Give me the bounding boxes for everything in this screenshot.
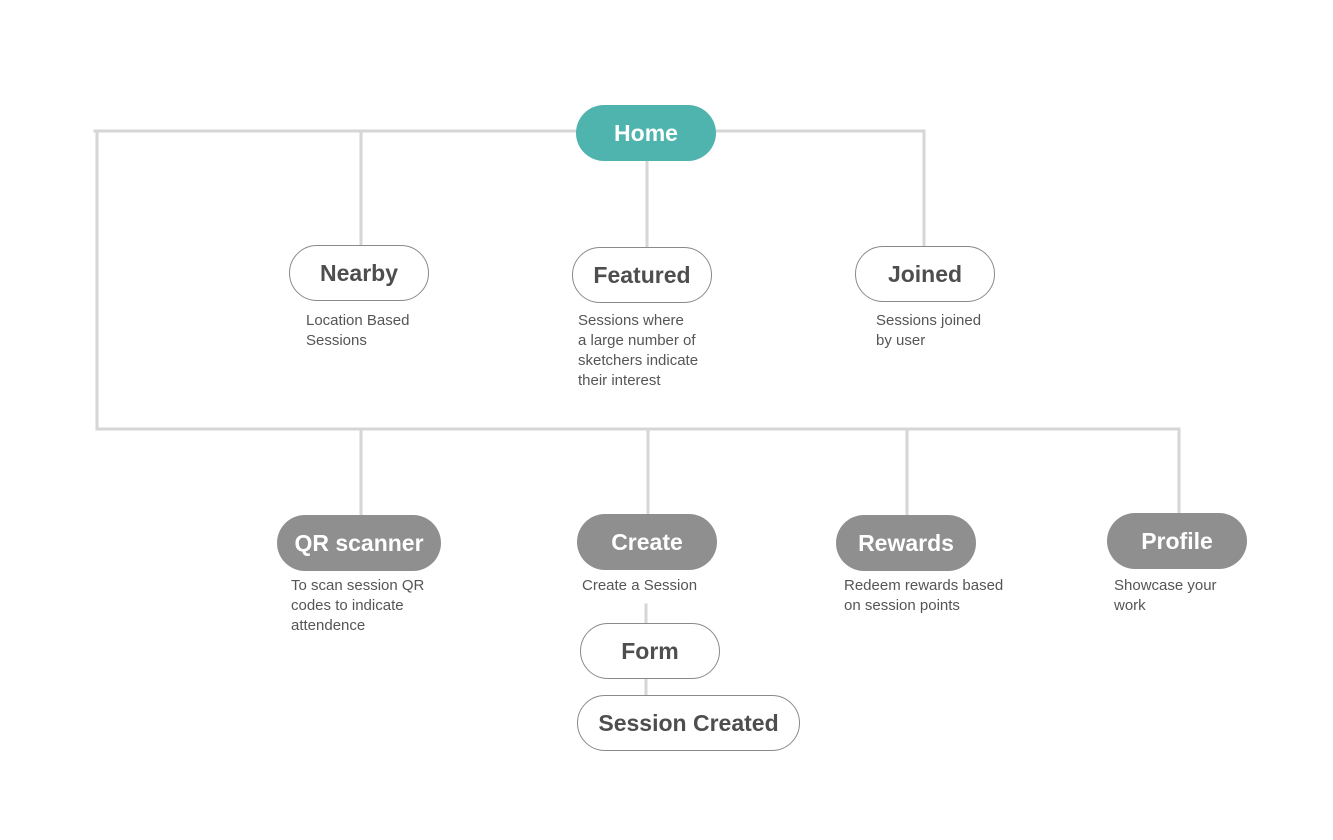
joined-node: Joined — [855, 246, 995, 302]
joined-description-line: Sessions joined — [876, 312, 982, 329]
qr-scanner-description-line: codes to indicate — [291, 597, 404, 614]
create-description-line: Create a Session — [582, 577, 698, 594]
qr-scanner-node: QR scanner — [277, 515, 441, 571]
featured-description-line: their interest — [578, 372, 661, 389]
qr-scanner-description-line: attendence — [291, 617, 366, 634]
qr-scanner-description-line: To scan session QR — [291, 577, 425, 594]
featured-label: Featured — [593, 261, 691, 288]
nearby-label: Nearby — [320, 259, 398, 286]
rewards-node: Rewards — [836, 515, 976, 571]
featured-node: Featured — [572, 247, 712, 303]
nearby-node: Nearby — [289, 245, 429, 301]
featured-description: Sessions where a large number of sketche… — [578, 311, 698, 391]
featured-description-line: a large number of — [578, 332, 696, 349]
profile-description: Showcase your work — [1114, 576, 1217, 616]
rewards-label: Rewards — [858, 529, 954, 556]
qr-scanner-description: To scan session QR codes to indicate att… — [291, 576, 424, 636]
session-created-label: Session Created — [598, 709, 779, 736]
joined-description-line: by user — [876, 332, 926, 349]
home-node: Home — [576, 105, 716, 161]
nearby-description: Location Based Sessions — [306, 311, 409, 351]
rewards-description-line: on session points — [844, 597, 960, 614]
create-label: Create — [611, 528, 683, 555]
profile-label: Profile — [1141, 527, 1213, 554]
nearby-description-line: Sessions — [306, 332, 367, 349]
profile-node: Profile — [1107, 513, 1247, 569]
home-label: Home — [614, 119, 678, 146]
joined-label: Joined — [887, 260, 963, 287]
qr-scanner-label: QR scanner — [294, 529, 424, 556]
create-description: Create a Session — [582, 576, 697, 596]
featured-description-line: Sessions where — [578, 312, 684, 329]
nearby-description-line: Location Based — [306, 312, 410, 329]
form-node: Form — [580, 623, 720, 679]
rewards-description: Redeem rewards based on session points — [844, 576, 1003, 616]
joined-description: Sessions joined by user — [876, 311, 981, 351]
create-node: Create — [577, 514, 717, 570]
form-label: Form — [621, 637, 679, 664]
profile-description-line: work — [1114, 597, 1146, 614]
featured-description-line: sketchers indicate — [578, 352, 699, 369]
rewards-description-line: Redeem rewards based — [844, 577, 1004, 594]
session-created-node: Session Created — [577, 695, 800, 751]
profile-description-line: Showcase your — [1114, 577, 1217, 594]
